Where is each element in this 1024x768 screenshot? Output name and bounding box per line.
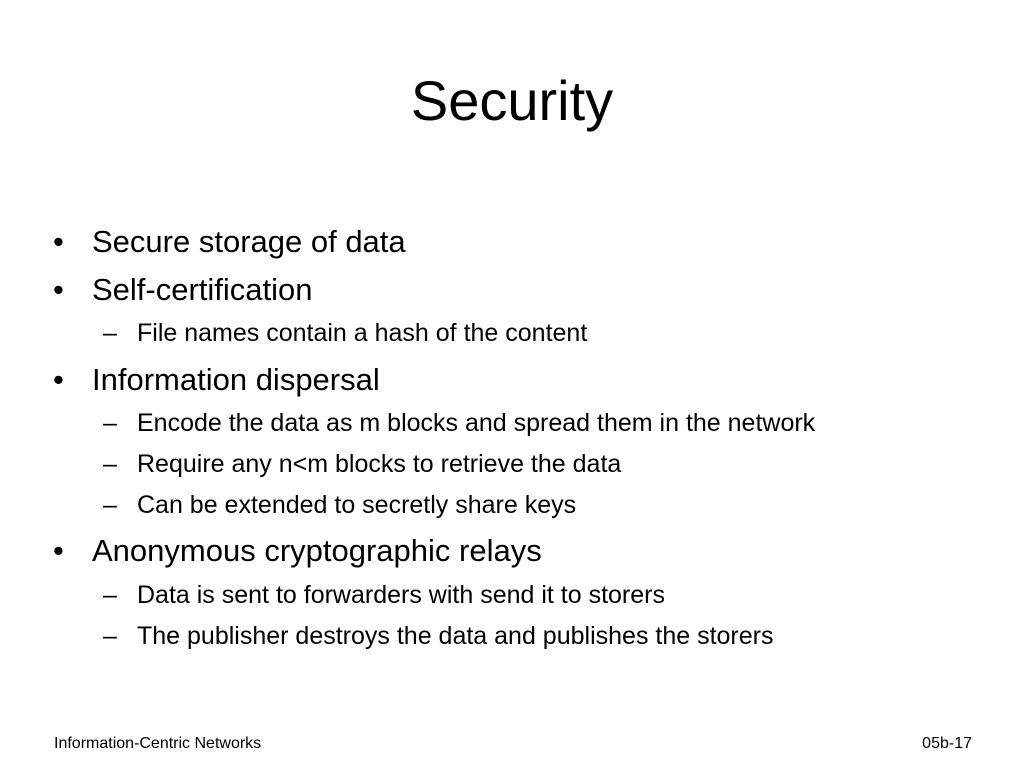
sub-bullet-text: Can be extended to secretly share keys (137, 491, 577, 519)
bullet-marker: • (53, 533, 64, 568)
sub-bullet-text: The publisher destroys the data and publ… (137, 622, 774, 650)
bullet-marker: • (53, 272, 64, 307)
slide-title: Security (410, 69, 614, 132)
sub-bullet-marker: – (103, 409, 117, 437)
sub-bullet-text: Encode the data as m blocks and spread t… (137, 409, 816, 437)
bullet-marker: • (53, 362, 64, 397)
bullet-text: Secure storage of data (92, 224, 406, 259)
bullet-marker: • (53, 224, 64, 259)
sub-bullet-text: Data is sent to forwarders with send it … (137, 581, 665, 609)
sub-bullet-marker: – (103, 319, 117, 347)
bullet-text: Anonymous cryptographic relays (92, 533, 542, 568)
sub-bullet-marker: – (103, 581, 117, 609)
sub-bullet-text: File names contain a hash of the content (137, 319, 588, 347)
sub-bullet-text: Require any n<m blocks to retrieve the d… (137, 450, 622, 478)
footer-slide-number: 05b-17 (922, 735, 972, 752)
footer-course-name: Information-Centric Networks (54, 735, 262, 752)
bullet-list: • Secure storage of data • Self-certific… (53, 224, 816, 650)
bullet-text: Information dispersal (92, 362, 380, 397)
sub-bullet-marker: – (103, 622, 117, 650)
bullet-text: Self-certification (92, 272, 313, 307)
sub-bullet-marker: – (103, 491, 117, 519)
sub-bullet-marker: – (103, 450, 117, 478)
